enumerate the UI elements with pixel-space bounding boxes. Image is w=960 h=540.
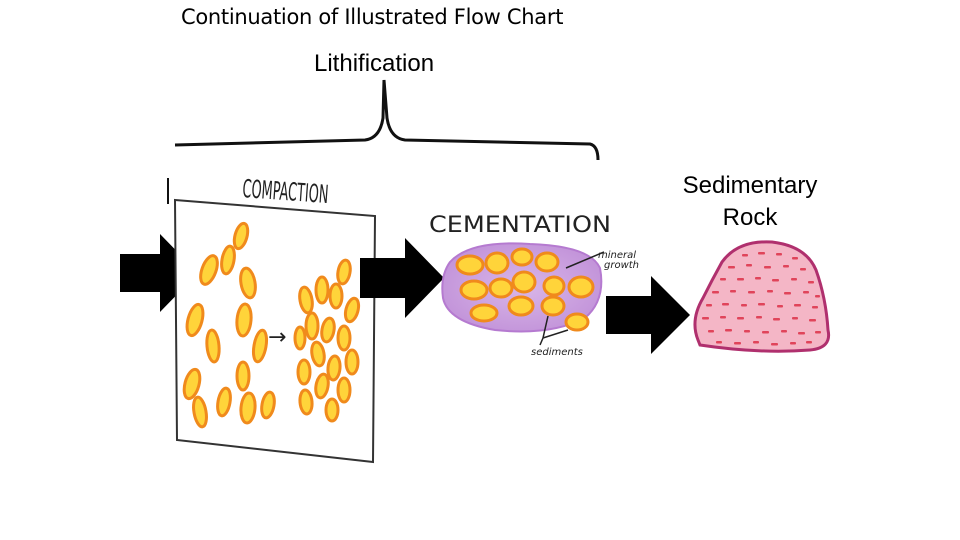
flow-arrow-2 <box>360 238 444 318</box>
mineral-growth-label-1: mineral <box>598 250 636 261</box>
rock-label-line1: Sedimentary <box>682 172 818 199</box>
sediments-label: sediments <box>531 347 583 358</box>
rock-outline <box>693 240 831 353</box>
mineral-growth-label-2: growth <box>604 260 639 271</box>
lithification-brace <box>174 79 600 161</box>
cementation-panel: CEMENTATION mineral growth sed <box>429 213 639 358</box>
compaction-panel: COMPACTION → <box>167 174 377 464</box>
flow-arrow-3 <box>606 276 690 354</box>
cementation-heading: CEMENTATION <box>429 213 611 238</box>
loose-grains <box>182 221 276 429</box>
compacted-grains <box>293 258 361 423</box>
sediments-pointer <box>539 315 569 346</box>
mineral-growth-pointer <box>565 251 605 269</box>
cemented-grains <box>455 247 595 332</box>
lithification-label: Lithification <box>314 50 435 77</box>
sedimentary-rock-label: Sedimentary Rock <box>660 170 840 234</box>
sedimentary-rock <box>693 240 831 353</box>
rock-label-line2: Rock <box>722 204 778 231</box>
compaction-arrow-symbol: → <box>268 325 286 350</box>
slide-title: Continuation of Illustrated Flow Chart <box>181 5 564 29</box>
rock-grain-texture <box>702 252 821 346</box>
compaction-heading: COMPACTION <box>242 174 330 209</box>
